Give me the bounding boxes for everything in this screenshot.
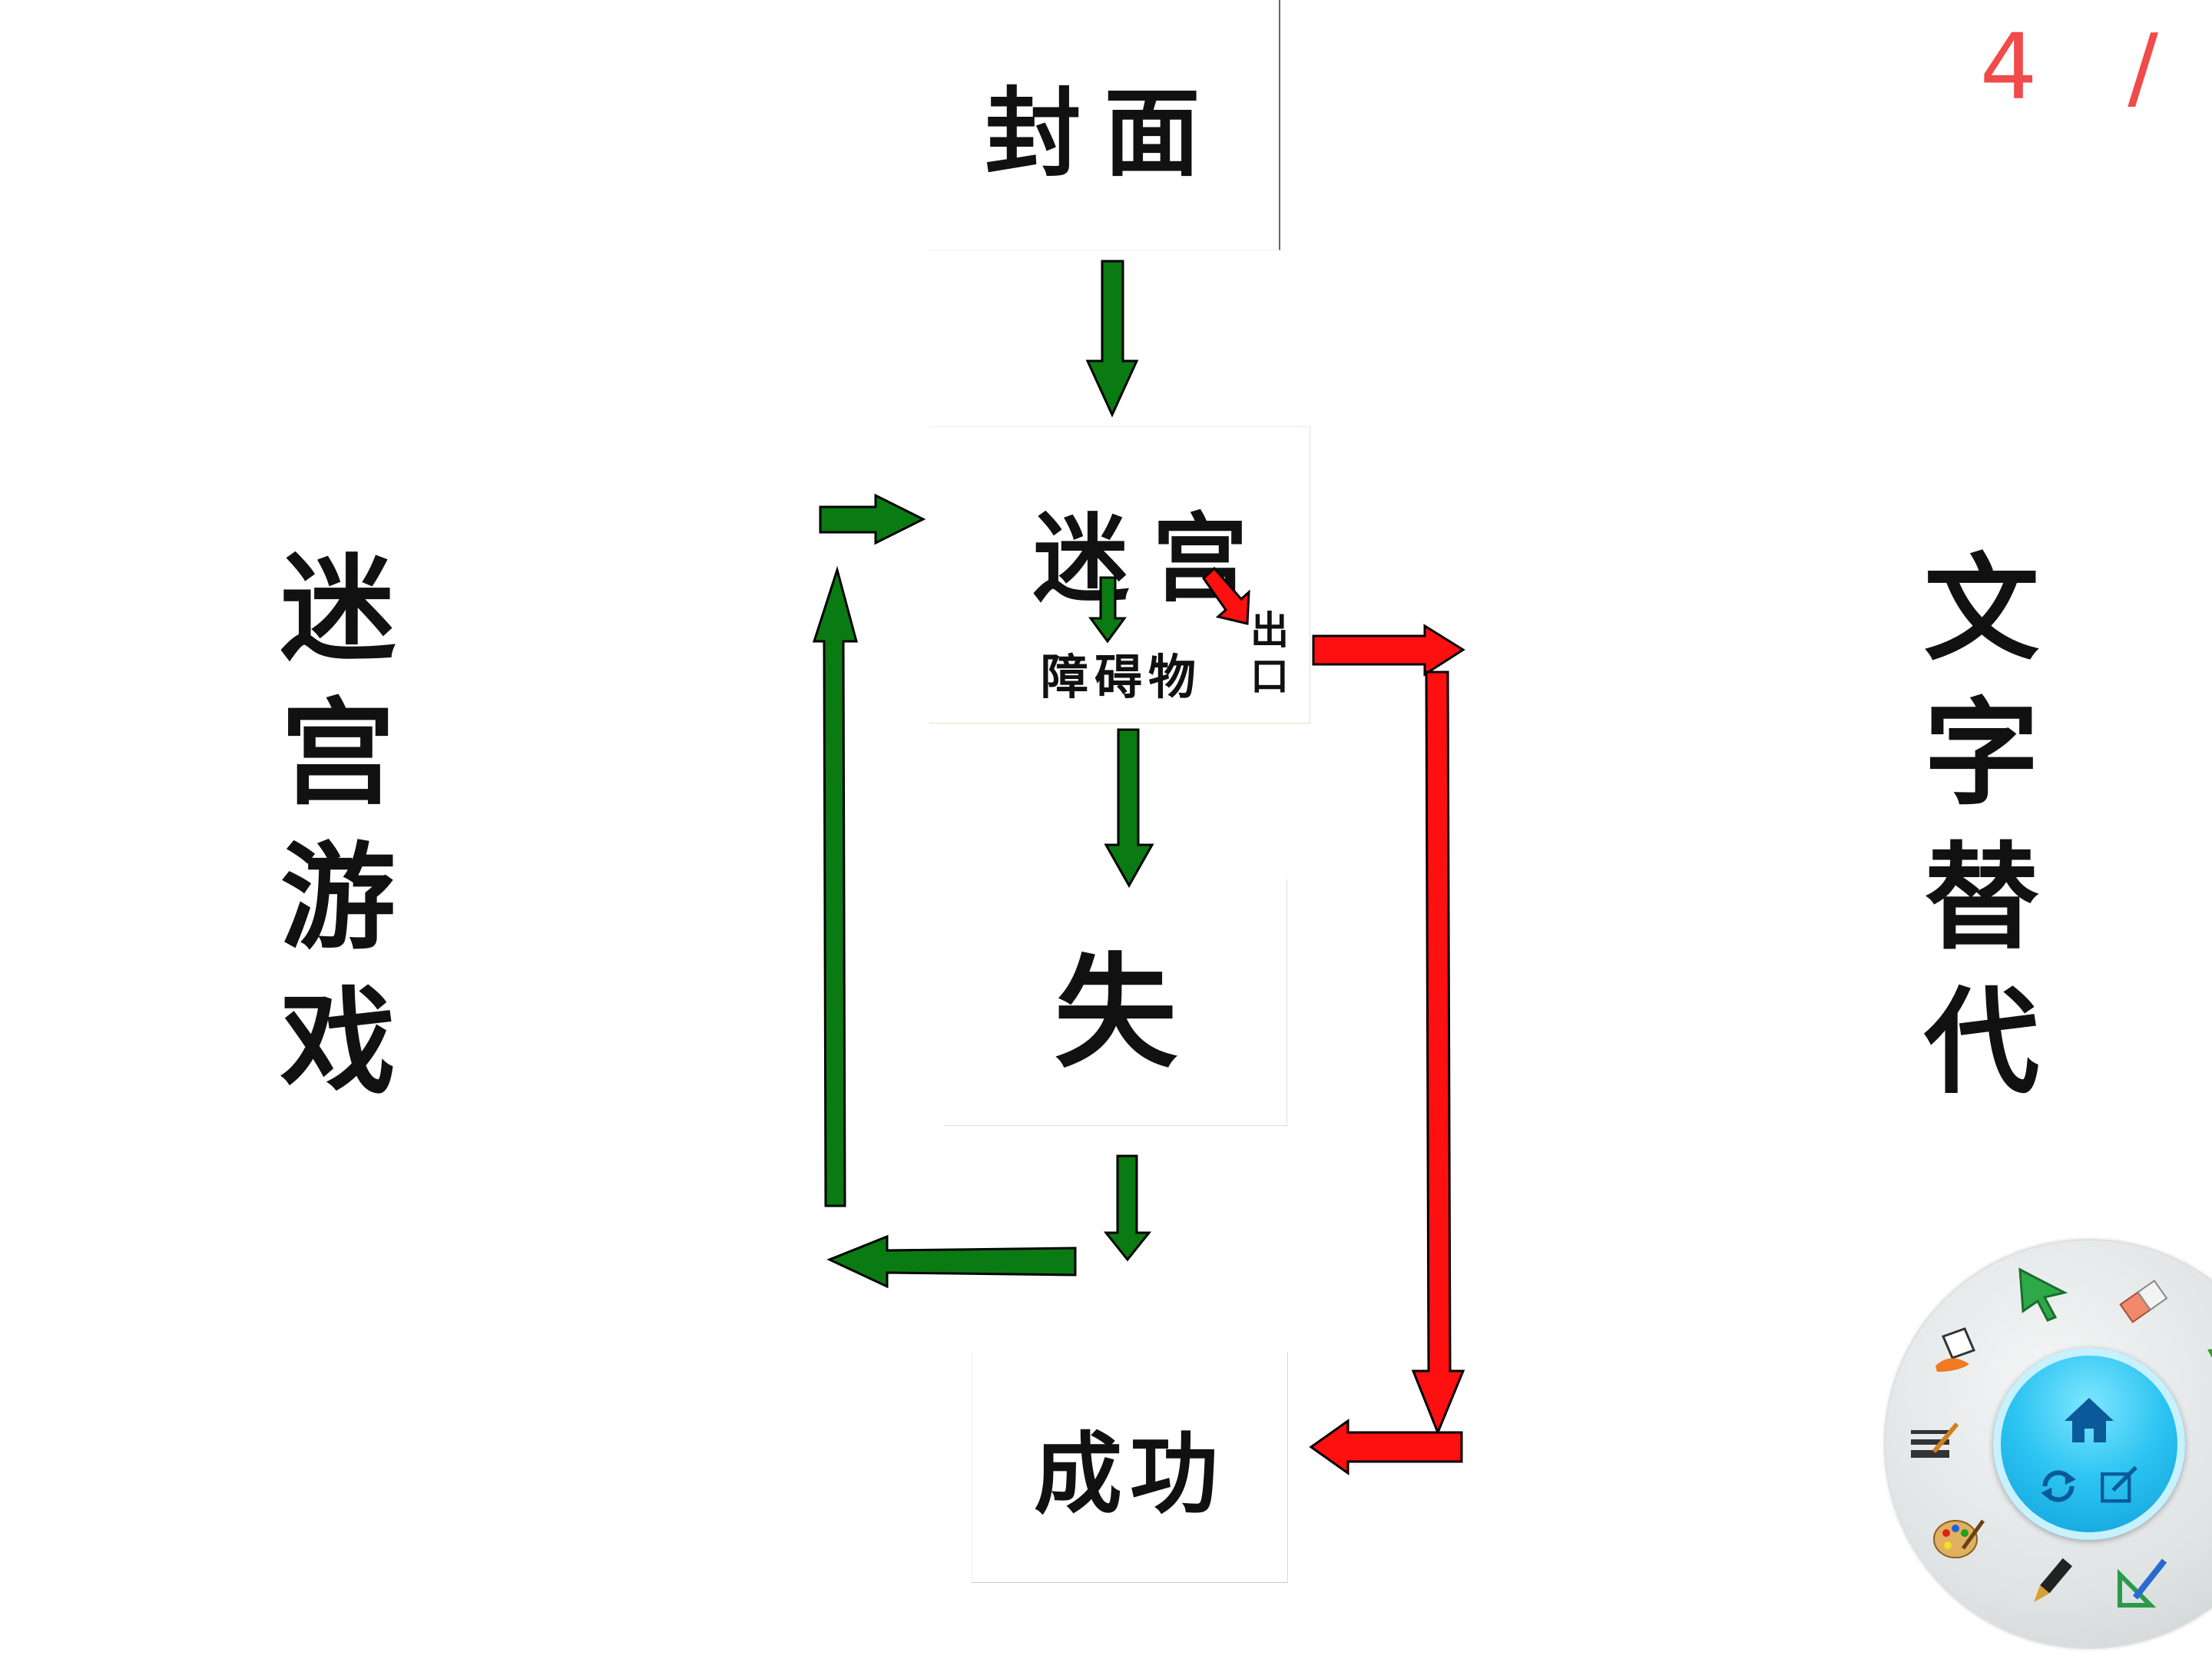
title-char: 文 bbox=[1923, 543, 2039, 677]
arrow-fail-down bbox=[1103, 1154, 1152, 1262]
page-counter: 4 / bbox=[1979, 14, 2189, 120]
arrow-maze-to-fail bbox=[1104, 728, 1154, 889]
title-char: 游 bbox=[280, 832, 396, 965]
exit-line1: 出 bbox=[1250, 608, 1289, 653]
ruler-icon[interactable] bbox=[2112, 1551, 2174, 1613]
line-style-icon[interactable] bbox=[1905, 1413, 1966, 1475]
right-vertical-title: 文 字 替 代 bbox=[1916, 538, 2047, 1115]
arrow-maze-to-right bbox=[1312, 624, 1465, 677]
success-label: 成功 bbox=[1033, 1422, 1226, 1526]
floating-toolbar[interactable] bbox=[1886, 1240, 2212, 1647]
fill-bucket-icon[interactable] bbox=[1928, 1321, 1989, 1382]
maze-card: 迷宫 障碍物 出 口 bbox=[929, 426, 1310, 724]
maze-label: 迷宫 bbox=[1033, 503, 1271, 615]
arrow-red-down bbox=[1411, 671, 1465, 1435]
arrow-back-left bbox=[826, 1234, 1077, 1289]
home-icon[interactable] bbox=[2058, 1390, 2120, 1452]
edit-icon[interactable] bbox=[2089, 1455, 2151, 1517]
exit-label: 出 口 bbox=[1250, 608, 1289, 700]
fail-label: 失 bbox=[1054, 940, 1177, 1084]
title-char: 字 bbox=[1923, 687, 2039, 821]
left-vertical-title: 迷 宫 游 戏 bbox=[273, 538, 403, 1115]
select-arrow-icon[interactable] bbox=[2012, 1263, 2074, 1325]
title-char: 替 bbox=[1923, 832, 2039, 965]
title-char: 代 bbox=[1923, 976, 2039, 1110]
palette-icon[interactable] bbox=[1928, 1505, 1989, 1567]
cover-label: 封面 bbox=[985, 78, 1224, 190]
pen-icon[interactable] bbox=[2020, 1551, 2081, 1613]
title-char: 迷 bbox=[280, 543, 396, 677]
toolbar-center[interactable] bbox=[1993, 1348, 2185, 1540]
arrow-maze-to-obstacle bbox=[1088, 576, 1127, 644]
rotate-icon[interactable] bbox=[2028, 1455, 2089, 1517]
arrow-back-up bbox=[812, 565, 858, 1207]
title-char: 戏 bbox=[280, 976, 396, 1110]
success-card: 成功 bbox=[972, 1352, 1288, 1583]
exit-line2: 口 bbox=[1250, 654, 1289, 699]
obstacle-label: 障碍物 bbox=[1041, 649, 1203, 705]
title-char: 宫 bbox=[280, 687, 396, 821]
arrow-into-maze bbox=[819, 493, 926, 545]
arrow-cover-to-maze bbox=[1085, 260, 1139, 418]
arrow-red-to-success bbox=[1309, 1419, 1463, 1475]
arrow-maze-to-exit bbox=[1202, 566, 1250, 625]
eraser-icon[interactable] bbox=[2112, 1271, 2174, 1333]
fail-card: 失 bbox=[945, 879, 1287, 1126]
cover-card: 封面 bbox=[929, 0, 1280, 250]
undo-icon[interactable] bbox=[2197, 1325, 2212, 1386]
